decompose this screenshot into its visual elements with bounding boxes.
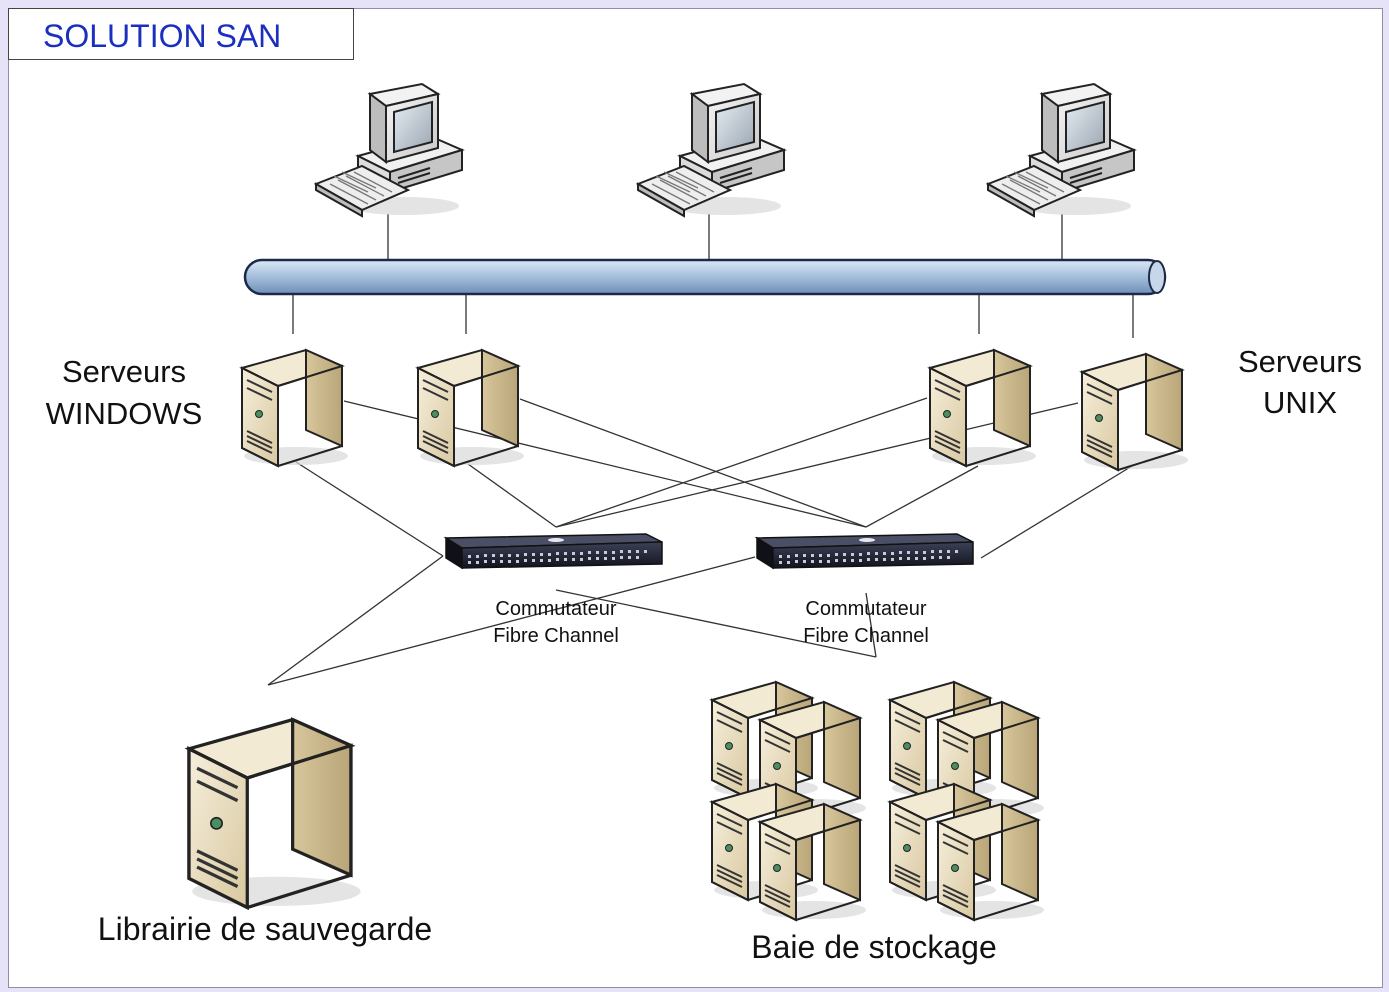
backup-library-icon [187, 718, 363, 910]
fibre-channel-switch-icon [445, 533, 663, 569]
backup-library-label: Librairie de sauvegarde [98, 911, 432, 947]
desktop-computer-icon [987, 83, 1135, 217]
windows-servers-label-line2: WINDOWS [46, 396, 203, 431]
title-box: SOLUTION SAN [8, 8, 354, 60]
tower-server-icon [417, 349, 525, 467]
unix-servers-label-line1: Serveurs [1238, 344, 1362, 379]
unix-servers-label-line2: UNIX [1263, 385, 1337, 420]
tower-server-icon [929, 349, 1037, 467]
network-bus [243, 258, 1167, 296]
windows-servers-label-line1: Serveurs [62, 354, 186, 389]
tower-server-icon [241, 349, 349, 467]
desktop-computer-icon [315, 83, 463, 217]
fibre-channel-switch-icon [756, 533, 974, 569]
desktop-computer-icon [637, 83, 785, 217]
storage-array-label: Baie de stockage [751, 929, 997, 965]
switch-2-label-line1: Commutateur [805, 598, 926, 620]
diagram-title: SOLUTION SAN [43, 18, 282, 54]
storage-array-icon [711, 681, 1045, 921]
switch-2-label-line2: Fibre Channel [803, 625, 929, 647]
tower-server-icon [1081, 353, 1189, 471]
switch-1-label-line2: Fibre Channel [493, 625, 619, 647]
switch-1-label-line1: Commutateur [495, 598, 616, 620]
